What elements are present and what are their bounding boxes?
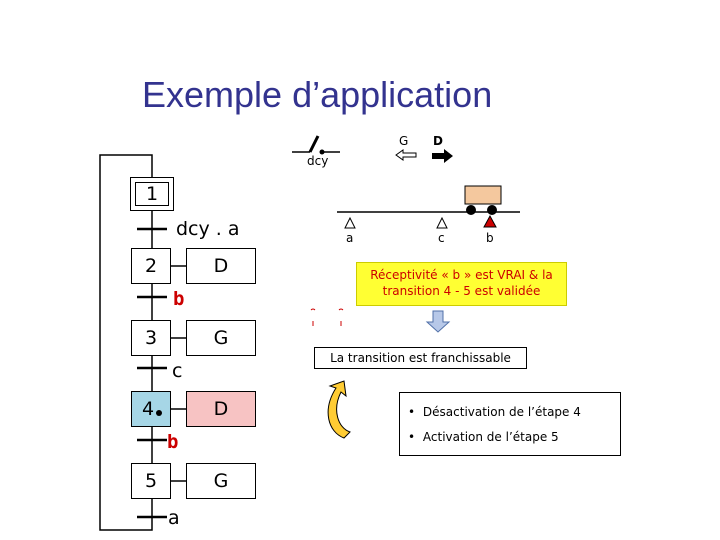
dcy-switch-lever (308, 135, 320, 153)
sensor-b-label: b (486, 231, 494, 245)
step-3: 3 (131, 320, 171, 356)
action-3-label: G (213, 327, 229, 349)
step-4-number: 4 (142, 398, 155, 420)
step-2: 2 (131, 248, 171, 284)
bullet-icon: • (408, 405, 416, 419)
transition-label-1: dcy . a (176, 218, 240, 240)
transition-label-5: a (168, 507, 180, 529)
cart-wheel-left (466, 205, 476, 215)
transition-label-4: b (167, 431, 179, 453)
step-3-number: 3 (144, 327, 158, 349)
sensor-c-icon (436, 216, 448, 229)
transition-label-3: c (172, 360, 183, 382)
step-4: 4 (131, 391, 171, 427)
step-5: 5 (131, 463, 171, 499)
down-arrow-icon (425, 310, 451, 333)
action-4: D (186, 391, 256, 427)
consequence-text-1: Désactivation de l’étape 4 (422, 405, 581, 419)
cart-body (464, 185, 502, 205)
dcy-label: dcy (307, 154, 329, 168)
sensor-b-icon (483, 214, 497, 228)
sensor-c-label: c (438, 231, 445, 245)
consequence-item: • Désactivation de l’étape 4 (408, 405, 581, 419)
consequence-text-2: Activation de l’étape 5 (422, 430, 559, 444)
sensor-a-label: a (346, 231, 354, 245)
d-label: D (433, 134, 443, 148)
action-2-label: D (213, 255, 229, 277)
step-2-number: 2 (144, 255, 158, 277)
g-arrow-icon (395, 149, 417, 161)
step-4-token-icon (156, 410, 162, 416)
loop-line (99, 154, 153, 531)
page-title: Exemple d’application (142, 74, 493, 115)
transition-label-2: b (173, 288, 185, 310)
action-2: D (186, 248, 256, 284)
action-3: G (186, 320, 256, 356)
franchissable-note: La transition est franchissable (314, 347, 527, 369)
small-mark-right (338, 308, 344, 326)
step-1-number: 1 (145, 183, 159, 205)
cart-wheel-right (487, 205, 497, 215)
curved-arrow-icon (327, 380, 351, 439)
small-mark-left (310, 308, 316, 326)
action-4-label: D (213, 398, 229, 420)
consequence-item: • Activation de l’étape 5 (408, 430, 559, 444)
step-1: 1 (130, 177, 174, 211)
receptivity-note: Réceptivité « b » est VRAI & la transiti… (356, 262, 567, 306)
action-5-label: G (213, 470, 229, 492)
action-5: G (186, 463, 256, 499)
d-arrow-icon (432, 149, 453, 163)
step-5-number: 5 (144, 470, 158, 492)
sensor-a-icon (344, 216, 356, 229)
g-label: G (399, 134, 409, 148)
bullet-icon: • (408, 430, 416, 444)
step-1-initial-frame: 1 (135, 182, 169, 206)
consequences-panel: • Désactivation de l’étape 4 • Activatio… (399, 392, 621, 456)
